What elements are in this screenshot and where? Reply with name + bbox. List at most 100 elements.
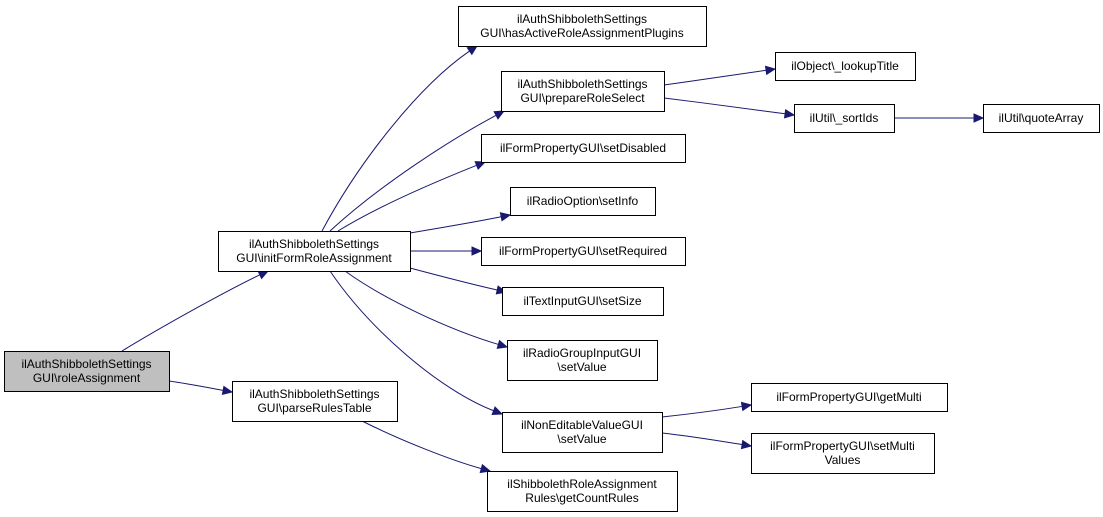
node-box <box>458 6 707 47</box>
arrowhead <box>491 406 504 416</box>
edge-initFormRoleAssignment-to-nonEditableSetValue <box>329 270 504 416</box>
node-label-line: ilNonEditableValueGUI <box>521 418 643 432</box>
node-box <box>775 52 916 81</box>
node-label-line: GUI\initFormRoleAssignment <box>236 251 392 265</box>
node-label-line: ilFormPropertyGUI\setRequired <box>499 244 667 258</box>
node-parseRulesTable[interactable]: ilAuthShibbolethSettingsGUI\parseRulesTa… <box>232 381 398 422</box>
node-label-line: ilFormPropertyGUI\setDisabled <box>500 141 666 155</box>
edge-prepareRoleSelect-to-sortIds <box>663 97 796 119</box>
edge-line <box>409 216 502 234</box>
node-label-line: GUI\parseRulesTable <box>257 401 371 415</box>
arrowhead <box>221 385 234 395</box>
edge-line <box>337 164 477 232</box>
arrowhead <box>973 113 985 123</box>
arrowhead <box>783 108 796 119</box>
node-initFormRoleAssignment[interactable]: ilAuthShibbolethSettingsGUI\initFormRole… <box>218 231 411 272</box>
edge-initFormRoleAssignment-to-setRequired <box>410 246 483 256</box>
node-box <box>751 383 948 412</box>
edge-line <box>661 405 743 418</box>
node-label-line: \setValue <box>557 432 606 446</box>
node-box <box>487 471 678 512</box>
arrowhead <box>496 339 509 349</box>
arrowhead <box>474 161 487 170</box>
arrowhead <box>764 65 777 76</box>
edge-initFormRoleAssignment-to-setSize <box>409 267 508 295</box>
edge-parseRulesTable-to-getCountRules <box>361 420 492 474</box>
node-label-line: GUI\hasActiveRoleAssignmentPlugins <box>480 26 683 40</box>
node-box <box>510 187 656 216</box>
node-label-line: ilAuthShibbolethSettings <box>517 77 647 91</box>
arrowhead <box>740 439 753 450</box>
node-box <box>481 134 686 163</box>
edge-nonEditableSetValue-to-getMulti <box>661 401 753 418</box>
node-setInfo[interactable]: ilRadioOption\setInfo <box>510 187 656 216</box>
edge-line <box>661 432 743 446</box>
node-label-line: ilAuthShibbolethSettings <box>517 12 647 26</box>
node-lookupTitle[interactable]: ilObject\_lookupTitle <box>775 52 916 81</box>
edge-line <box>361 420 482 470</box>
edge-line <box>329 114 497 232</box>
node-label-line: ilAuthShibbolethSettings <box>21 357 151 371</box>
node-roleAssignment[interactable]: ilAuthShibbolethSettingsGUI\roleAssignme… <box>4 351 170 392</box>
node-label-line: ilObject\_lookupTitle <box>791 59 899 73</box>
node-radioSetValue[interactable]: ilRadioGroupInputGUI\setValue <box>507 340 658 381</box>
node-getCountRules[interactable]: ilShibbolethRoleAssignmentRules\getCount… <box>487 471 678 512</box>
edge-nonEditableSetValue-to-setMultiValues <box>661 432 753 450</box>
node-box <box>751 433 935 474</box>
edge-initFormRoleAssignment-to-radioSetValue <box>344 270 509 349</box>
node-prepareRoleSelect[interactable]: ilAuthShibbolethSettingsGUI\prepareRoleS… <box>501 71 665 112</box>
arrowhead <box>471 246 483 256</box>
node-label-line: ilAuthShibbolethSettings <box>249 387 379 401</box>
node-label-line: \setValue <box>557 360 606 374</box>
node-getMulti[interactable]: ilFormPropertyGUI\getMulti <box>751 383 948 412</box>
edge-prepareRoleSelect-to-lookupTitle <box>663 65 777 86</box>
nodes-layer: ilAuthShibbolethSettingsGUI\roleAssignme… <box>4 6 1100 512</box>
arrowhead <box>493 110 506 120</box>
node-nonEditableSetValue[interactable]: ilNonEditableValueGUI\setValue <box>502 412 663 453</box>
node-label-line: ilAuthShibbolethSettings <box>249 237 379 251</box>
node-quoteArray[interactable]: ilUtil\quoteArray <box>983 104 1100 133</box>
node-label-line: ilRadioGroupInputGUI <box>523 346 641 360</box>
edge-line <box>168 380 224 391</box>
node-label-line: ilUtil\_sortIds <box>810 111 879 125</box>
arrowhead <box>479 463 492 474</box>
edge-initFormRoleAssignment-to-hasActiveRoleAssignmentPlugins <box>321 45 479 232</box>
node-label-line: ilRadioOption\setInfo <box>527 194 639 208</box>
node-label-line: Values <box>825 453 861 467</box>
edge-line <box>121 274 261 352</box>
node-label-line: GUI\roleAssignment <box>33 371 141 385</box>
node-setDisabled[interactable]: ilFormPropertyGUI\setDisabled <box>481 134 686 163</box>
node-box <box>481 237 686 266</box>
edge-line <box>329 270 494 412</box>
arrowhead <box>257 270 270 280</box>
node-label-line: GUI\prepareRoleSelect <box>520 91 645 105</box>
node-box <box>507 340 658 381</box>
node-hasActiveRoleAssignmentPlugins[interactable]: ilAuthShibbolethSettingsGUI\hasActiveRol… <box>458 6 707 47</box>
edge-initFormRoleAssignment-to-setDisabled <box>337 161 487 232</box>
edge-line <box>344 270 499 345</box>
edges-layer <box>121 45 985 474</box>
edge-line <box>663 97 786 115</box>
node-setSize[interactable]: ilTextInputGUI\setSize <box>502 287 664 316</box>
node-setRequired[interactable]: ilFormPropertyGUI\setRequired <box>481 237 686 266</box>
node-box <box>794 104 895 133</box>
edge-initFormRoleAssignment-to-setInfo <box>409 212 512 234</box>
node-box <box>232 381 398 422</box>
node-label-line: ilUtil\quoteArray <box>999 111 1084 125</box>
edge-line <box>409 267 498 291</box>
edge-roleAssignment-to-initFormRoleAssignment <box>121 270 270 352</box>
node-sortIds[interactable]: ilUtil\_sortIds <box>794 104 895 133</box>
node-box <box>502 412 663 453</box>
node-box <box>4 351 170 392</box>
node-label-line: ilShibbolethRoleAssignment <box>507 477 657 491</box>
node-label-line: ilFormPropertyGUI\getMulti <box>776 390 921 404</box>
node-box <box>983 104 1100 133</box>
node-box <box>501 71 665 112</box>
arrowhead <box>466 45 479 56</box>
edge-line <box>663 69 767 86</box>
arrowhead <box>499 212 512 222</box>
node-label-line: ilFormPropertyGUI\setMulti <box>770 439 915 453</box>
node-label-line: ilTextInputGUI\setSize <box>523 294 641 308</box>
